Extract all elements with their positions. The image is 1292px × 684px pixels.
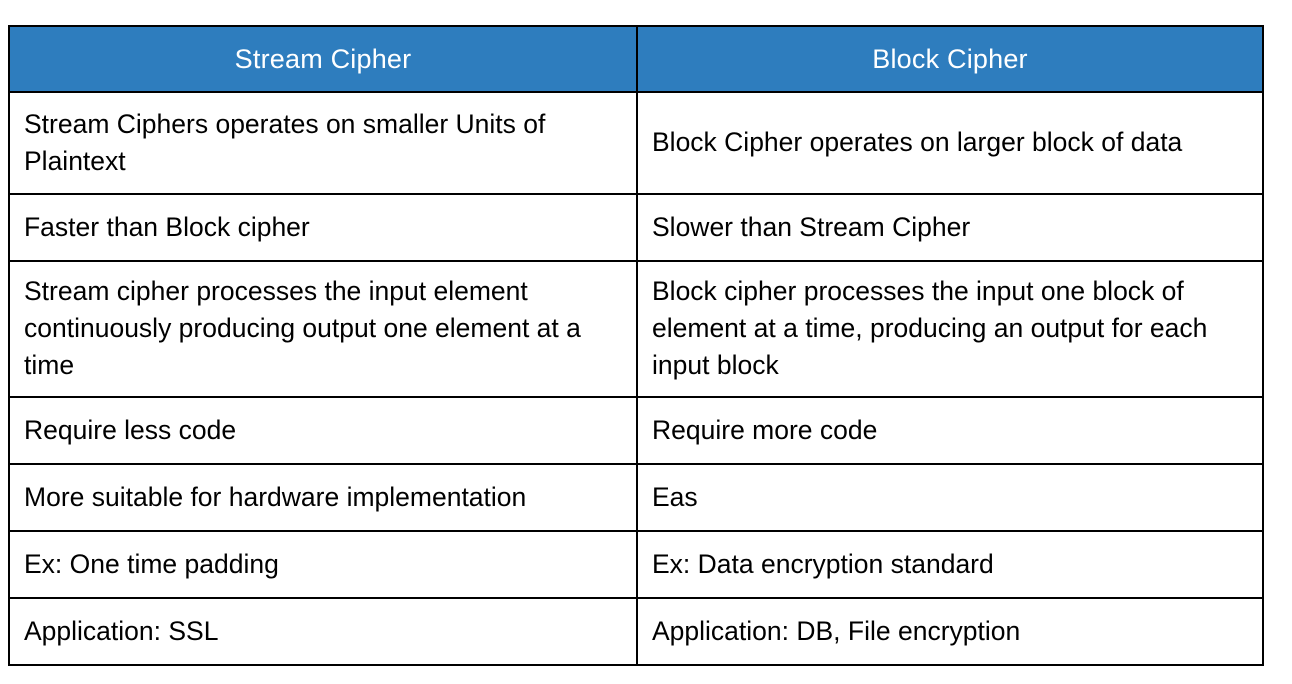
cell-stream-6: Ex: One time padding [8, 530, 638, 599]
table-row: Require less code Require more code [8, 396, 1264, 465]
cell-stream-3: Stream cipher processes the input elemen… [8, 260, 638, 398]
cell-block-7-text: Application: DB, File encryption [652, 615, 1021, 646]
cell-stream-3-text: Stream cipher processes the input elemen… [24, 276, 581, 380]
table-header-row: Stream Cipher Block Cipher [8, 25, 1264, 93]
cell-stream-7: Application: SSL [8, 597, 638, 666]
cell-block-4: Require more code [636, 396, 1264, 465]
column-header-block-cipher-label: Block Cipher [872, 44, 1028, 74]
table-row: More suitable for hardware implementatio… [8, 463, 1264, 532]
cell-stream-2-text: Faster than Block cipher [24, 211, 310, 242]
cell-block-7: Application: DB, File encryption [636, 597, 1264, 666]
column-header-stream-cipher-label: Stream Cipher [234, 44, 412, 74]
cell-stream-4-text: Require less code [24, 414, 237, 445]
table-row: Stream cipher processes the input elemen… [8, 260, 1264, 398]
table-row: Ex: One time padding Ex: Data encryption… [8, 530, 1264, 599]
cell-block-3: Block cipher processes the input one blo… [636, 260, 1264, 398]
cell-stream-7-text: Application: SSL [24, 615, 219, 646]
cell-block-1-text: Block Cipher operates on larger block of… [652, 127, 1183, 157]
table-row: Stream Ciphers operates on smaller Units… [8, 91, 1264, 195]
cell-block-3-text: Block cipher processes the input one blo… [652, 276, 1208, 380]
cell-stream-5-text: More suitable for hardware implementatio… [24, 481, 527, 512]
cell-stream-2: Faster than Block cipher [8, 193, 638, 262]
cell-stream-1-text: Stream Ciphers operates on smaller Units… [24, 108, 546, 176]
cell-stream-1: Stream Ciphers operates on smaller Units… [8, 91, 638, 195]
cell-block-1: Block Cipher operates on larger block of… [636, 91, 1264, 195]
table-row: Faster than Block cipher Slower than Str… [8, 193, 1264, 262]
cell-stream-4: Require less code [8, 396, 638, 465]
cell-block-6: Ex: Data encryption standard [636, 530, 1264, 599]
cell-block-6-text: Ex: Data encryption standard [652, 548, 994, 579]
column-header-stream-cipher: Stream Cipher [8, 25, 638, 93]
column-header-block-cipher: Block Cipher [636, 25, 1264, 93]
comparison-table: Stream Cipher Block Cipher Stream Cipher… [8, 25, 1264, 666]
cell-block-4-text: Require more code [652, 414, 878, 445]
cell-block-2-text: Slower than Stream Cipher [652, 211, 971, 242]
cell-block-2: Slower than Stream Cipher [636, 193, 1264, 262]
cell-stream-5: More suitable for hardware implementatio… [8, 463, 638, 532]
table-row: Application: SSL Application: DB, File e… [8, 597, 1264, 666]
table-header: Stream Cipher Block Cipher [8, 25, 1264, 93]
cell-block-5-text: Eas [652, 481, 698, 512]
comparison-table-container: Stream Cipher Block Cipher Stream Cipher… [8, 25, 1264, 666]
table-body: Stream Ciphers operates on smaller Units… [8, 91, 1264, 666]
cell-stream-6-text: Ex: One time padding [24, 548, 279, 579]
cell-block-5: Eas [636, 463, 1264, 532]
